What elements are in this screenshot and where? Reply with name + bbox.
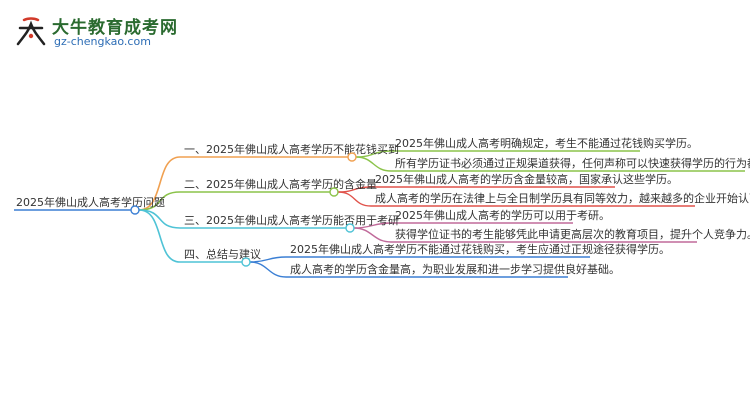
branch-4-connector [138, 209, 181, 263]
root-topic: 2025年佛山成人高考学历问题 [16, 195, 165, 209]
branch-1-connector [138, 156, 181, 211]
ox-logo-icon [16, 17, 46, 46]
root-node-dot[interactable] [130, 205, 140, 215]
branch-2-leaf-2-connector [337, 191, 372, 207]
branch-3-connector [138, 209, 181, 229]
branch-2-leaf-1: 2025年佛山成人高考的学历含金量较高，国家承认这些学历。 [375, 172, 678, 186]
branch-3-leaf-1: 2025年佛山成人高考的学历可以用于考研。 [395, 208, 610, 222]
branch-4-node-dot[interactable] [241, 257, 251, 267]
branch-3-node-dot[interactable] [345, 223, 355, 233]
branch-4-leaf-2: 成人高考的学历含金量高，为职业发展和进一步学习提供良好基础。 [290, 262, 620, 276]
branch-4-leaf-2-connector [249, 261, 287, 278]
branch-3-leaf-2-connector [353, 227, 392, 243]
branch-2-label: 二、2025年佛山成人高考学历的含金量 [184, 177, 377, 191]
logo-title: 大牛教育成考网 [52, 18, 178, 38]
branch-2-connector [138, 191, 181, 211]
branch-1-leaf-1: 2025年佛山成人高考明确规定，考生不能通过花钱购买学历。 [395, 136, 698, 150]
branch-4-leaf-1: 2025年佛山成人高考学历不能通过花钱购买，考生应通过正规途径获得学历。 [290, 242, 670, 256]
branch-3-label: 三、2025年佛山成人高考学历能否用于考研 [184, 213, 399, 227]
branch-2-leaf-2: 成人高考的学历在法律上与全日制学历具有同等效力，越来越多的企业开始认可。 [375, 191, 750, 205]
branch-1-leaf-2-connector [355, 156, 392, 172]
branch-1-leaf-2: 所有学历证书必须通过正规渠道获得，任何声称可以快速获得学历的行为都是不可信的。 [395, 156, 750, 170]
branch-3-leaf-2: 获得学位证书的考生能够凭此申请更高层次的教育项目，提升个人竞争力。 [395, 227, 750, 241]
branch-4-label: 四、总结与建议 [184, 247, 261, 261]
logo-url: gz-chengkao.com [54, 35, 151, 48]
branch-1-label: 一、2025年佛山成人高考学历不能花钱买到 [184, 142, 399, 156]
site-logo[interactable]: 大牛教育成考网 gz-chengkao.com [14, 12, 177, 52]
branch-1-node-dot[interactable] [347, 152, 357, 162]
branch-2-node-dot[interactable] [329, 187, 339, 197]
